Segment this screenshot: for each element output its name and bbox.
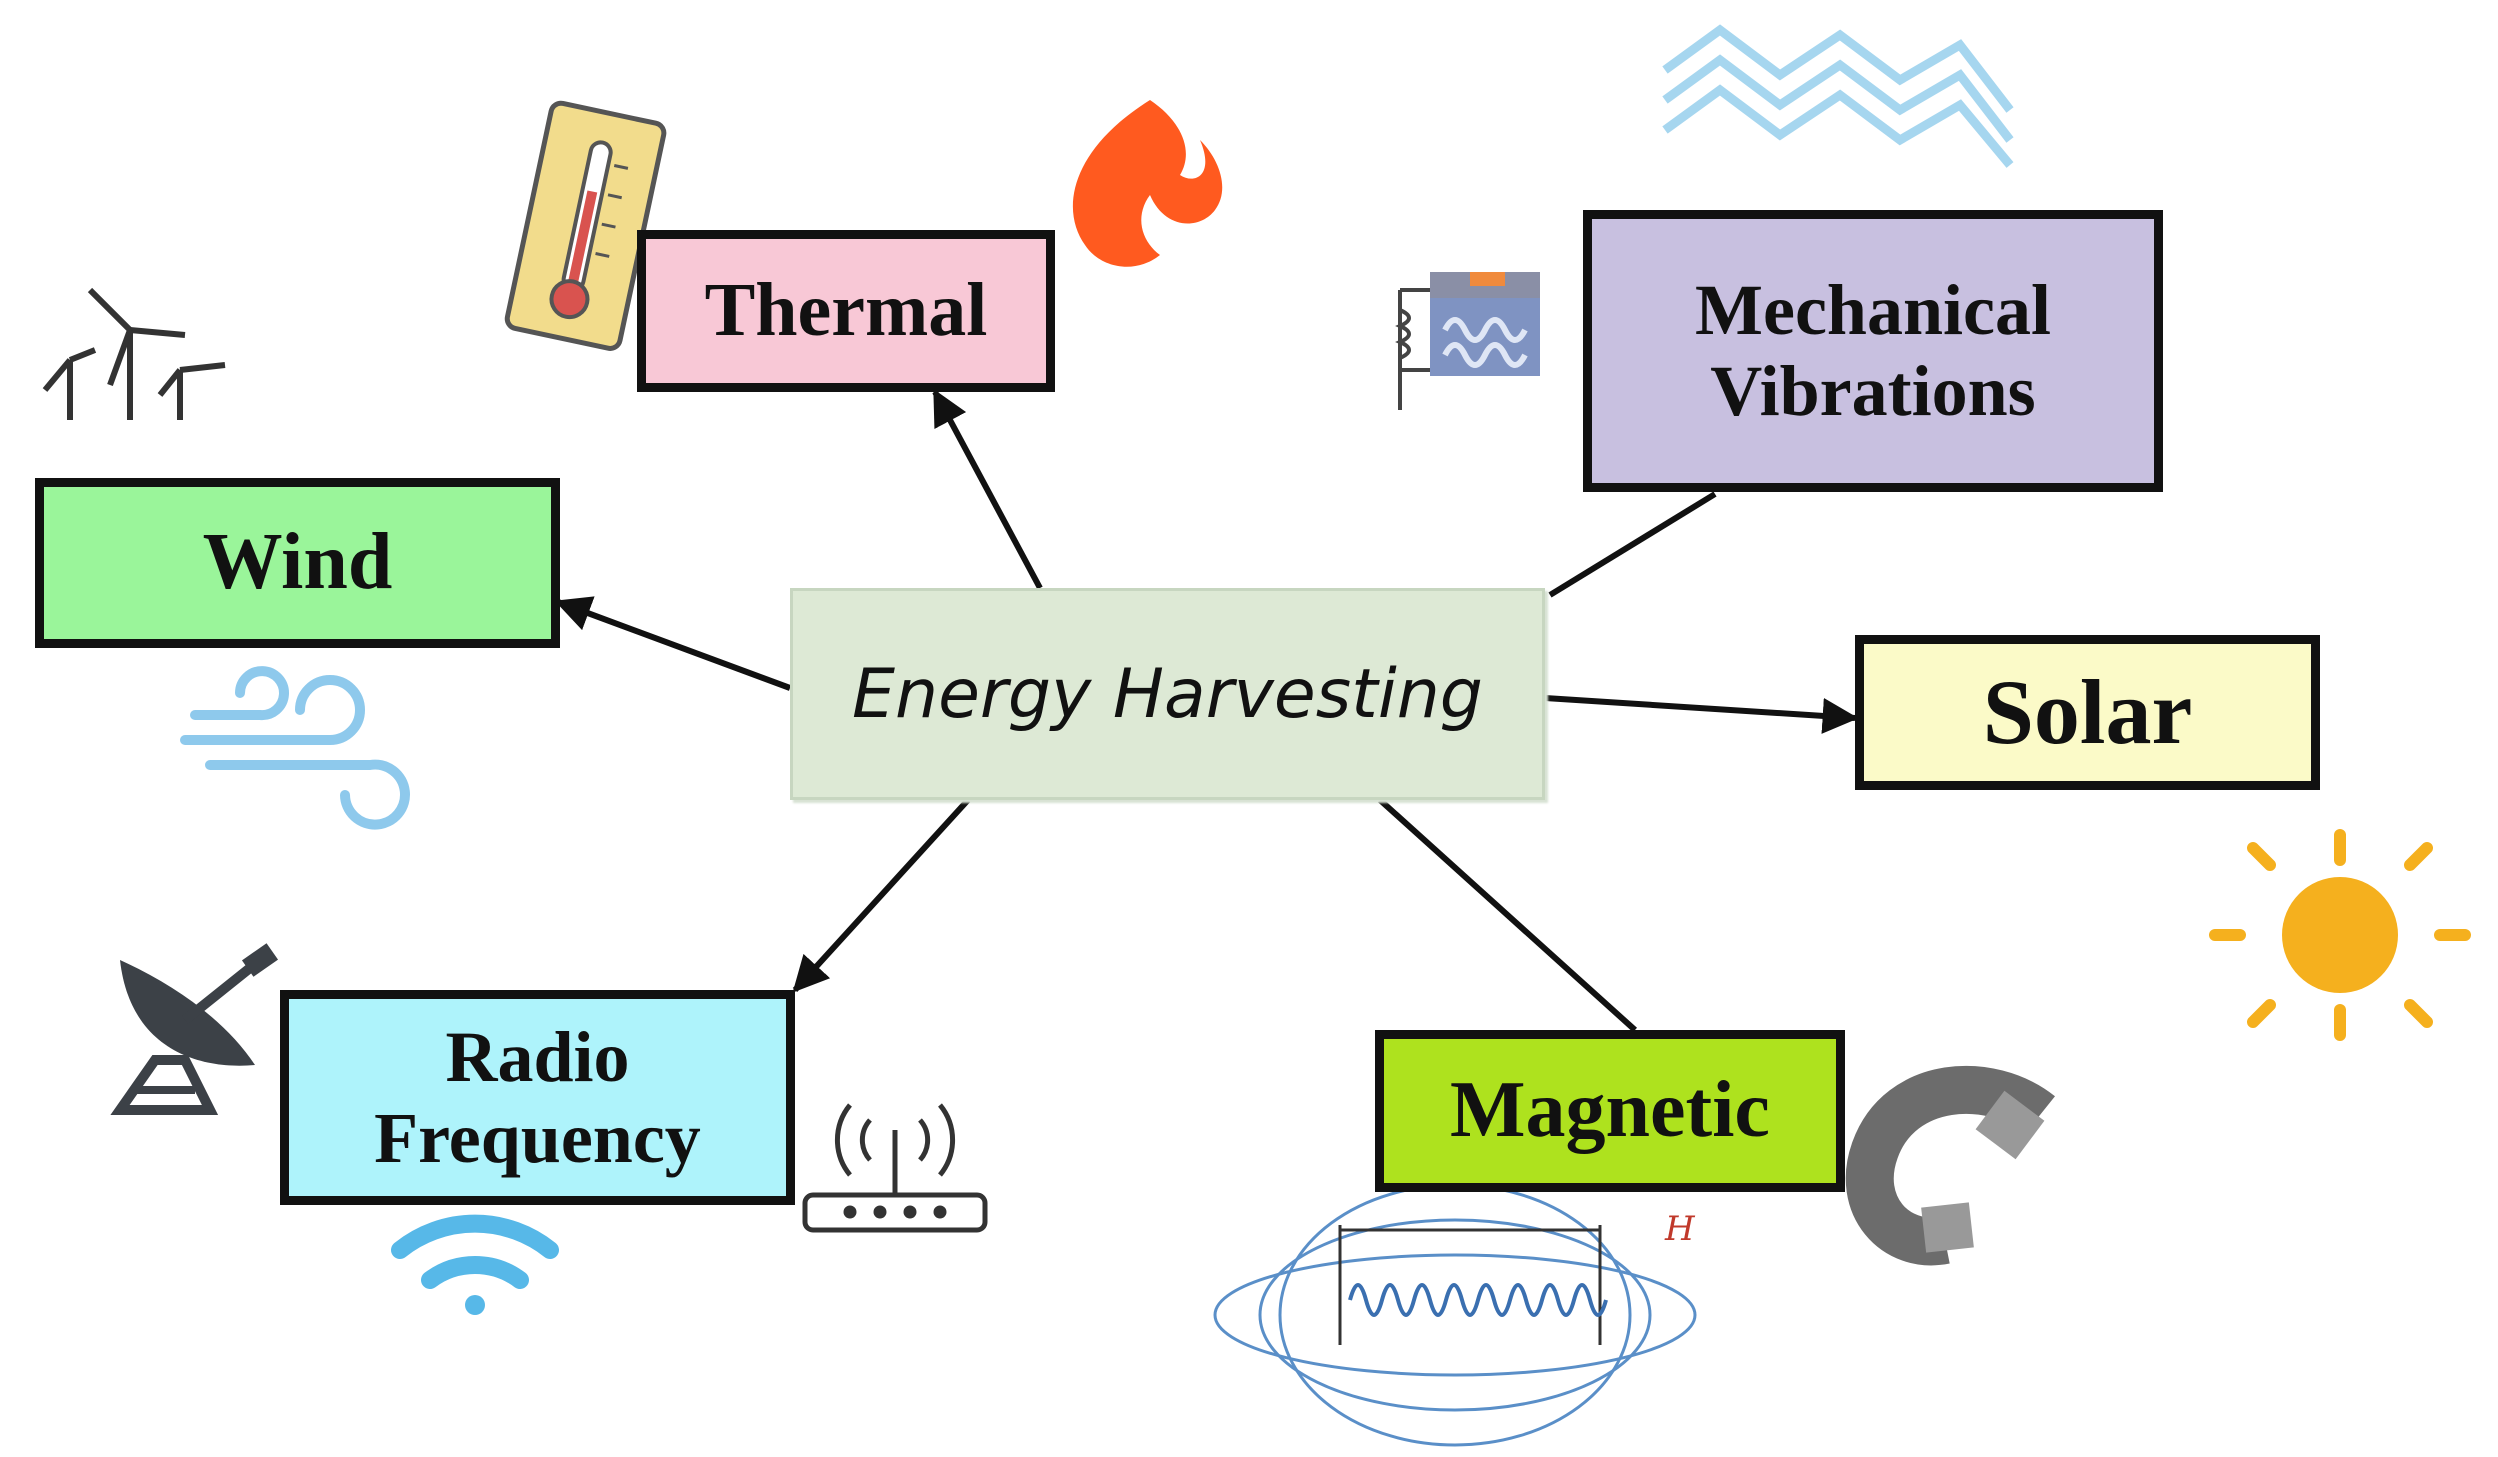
node-thermal-label: Thermal <box>704 268 988 353</box>
node-rf-label: Radio Frequency <box>374 1016 701 1178</box>
vibration-waves-icon <box>1662 24 2014 168</box>
thermometer-icon <box>504 100 667 351</box>
node-thermal: Thermal <box>637 230 1055 392</box>
piezo-spring-icon <box>1395 272 1540 410</box>
node-magnetic-label: Magnetic <box>1450 1066 1770 1155</box>
wifi-icon <box>391 1214 559 1315</box>
node-wind: Wind <box>35 478 560 648</box>
node-magnetic: Magnetic <box>1375 1030 1845 1192</box>
node-wind-label: Wind <box>202 518 393 607</box>
arrow-to-rf <box>792 797 971 993</box>
energy-harvesting-center: Energy Harvesting <box>790 588 1545 800</box>
node-solar-label: Solar <box>1982 660 2193 763</box>
arrow-to-thermal <box>932 388 1043 590</box>
satellite-dish-icon <box>110 943 279 1115</box>
sun-icon <box>2209 829 2471 1041</box>
arrow-to-wind <box>554 596 792 691</box>
node-radio-frequency: Radio Frequency <box>280 990 795 1205</box>
node-solar: Solar <box>1855 635 2320 790</box>
flame-icon <box>1072 100 1223 267</box>
solenoid-field-label: H <box>1664 1209 1696 1249</box>
wind-gust-icon <box>180 666 410 830</box>
wind-turbines-icon <box>42 287 226 420</box>
arrow-to-solar <box>1544 695 1859 734</box>
link-to-mechanical <box>1548 491 1717 598</box>
link-to-magnetic <box>1377 797 1638 1033</box>
horseshoe-magnet-icon <box>1845 1066 2055 1266</box>
node-mechanical-label: Mechanical Vibrations <box>1695 270 2051 431</box>
center-label: Energy Harvesting <box>852 654 1483 734</box>
router-icon <box>802 1103 988 1233</box>
node-mechanical-vibrations: Mechanical Vibrations <box>1583 210 2163 492</box>
solenoid-field-icon <box>1213 1183 1697 1447</box>
